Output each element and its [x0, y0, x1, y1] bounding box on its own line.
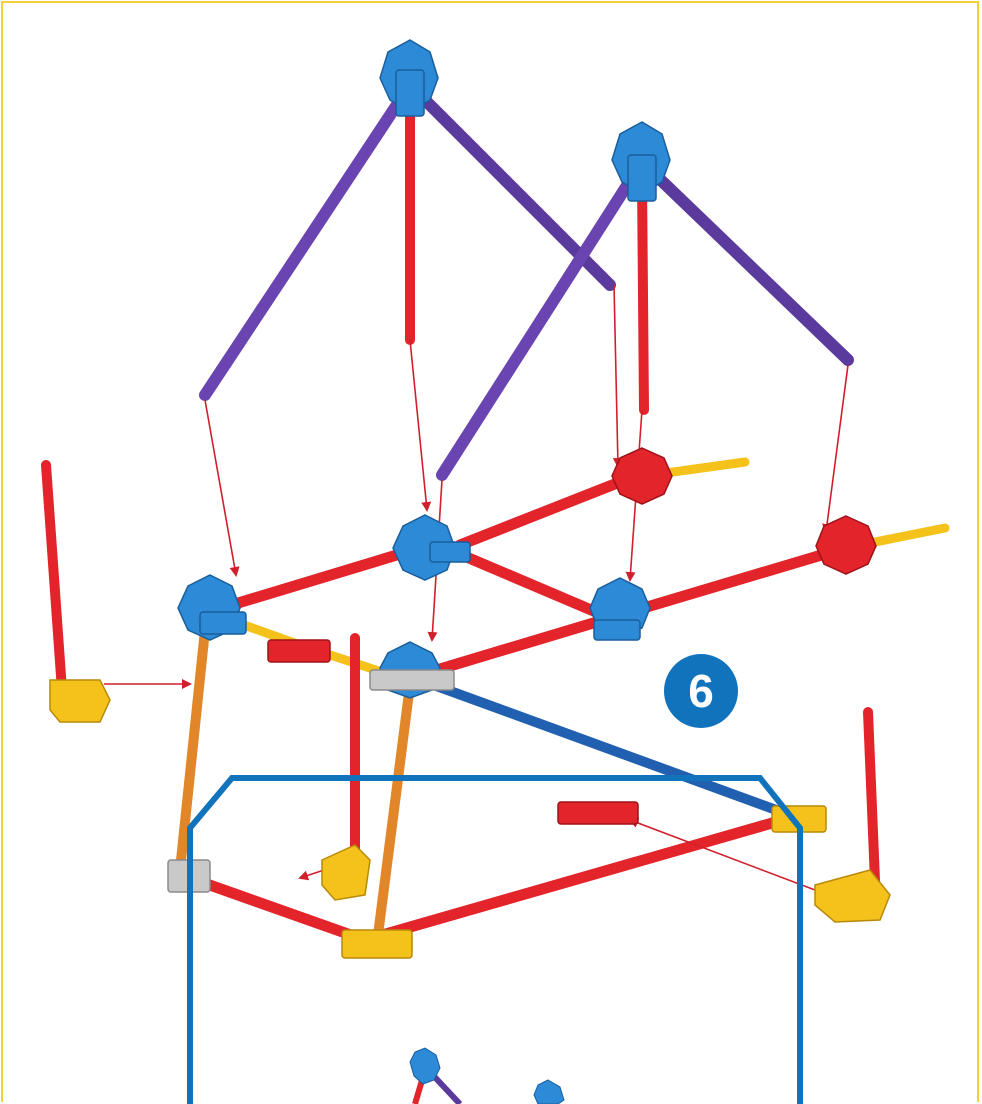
hub-connector-right	[590, 578, 650, 640]
gray-connector-front	[370, 670, 454, 690]
loose-rods	[46, 465, 876, 905]
roof-rods-back	[442, 162, 848, 475]
yellow-connector-left-loose	[50, 680, 110, 722]
preview-inset-border	[190, 778, 800, 1104]
yellow-connector-bottom-corner	[342, 930, 412, 958]
red-connector-bottom	[558, 802, 638, 824]
preview-model-thumbnail	[410, 1048, 564, 1104]
yellow-connector-center-loose	[322, 845, 370, 900]
preview-inset	[190, 778, 800, 1104]
hub-connector-middle	[393, 515, 470, 580]
roof-rods-front	[205, 85, 610, 395]
red-connector-back-middle	[612, 448, 672, 504]
step-number-badge: 6	[664, 654, 738, 728]
red-connector-rod-mid	[268, 640, 330, 662]
hub-connector-left	[178, 575, 246, 640]
red-connector-back-right	[816, 516, 876, 574]
yellow-connectors	[50, 680, 890, 958]
